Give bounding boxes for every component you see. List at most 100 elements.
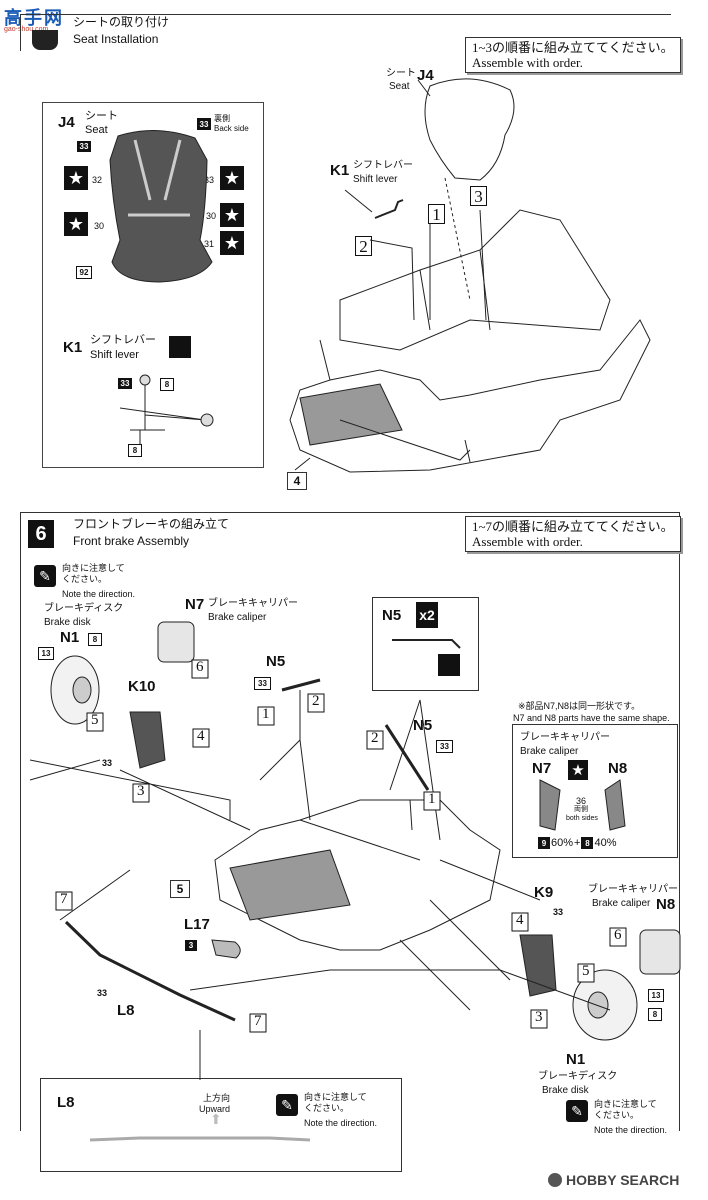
mix-a-code: 9 [538, 837, 550, 849]
l8-up-en: Upward [199, 1104, 231, 1114]
color-tag-8-right: 8 [648, 1008, 662, 1021]
part-k10: K10 [128, 678, 156, 695]
color-tag-3: 3 [185, 940, 197, 951]
seat-part: J4 [417, 67, 434, 84]
inset-back-jp: 裏側 [214, 114, 230, 123]
disk-jp: ブレーキディスク [44, 603, 124, 614]
s6-3a: 3 [137, 783, 145, 799]
color-tag-shift-8a: 8 [160, 378, 174, 391]
mix-b-pct: 40% [594, 837, 617, 849]
s6-7a: 7 [60, 891, 68, 907]
color-33-k9: 33 [553, 907, 564, 917]
disk-en-right: Brake disk [542, 1085, 589, 1096]
star-icon: ★ [64, 166, 88, 190]
n7n8-note-jp: ※部品N7,N8は同一形状です。 [518, 701, 641, 711]
ref-box-5: 5 [170, 880, 190, 898]
caliper-en-left: Brake caliper [208, 612, 267, 623]
step6-header-box [20, 512, 680, 1131]
site-logo: 高手网 gao-shou.com [4, 4, 70, 36]
step5-order-note: 1~3の順番に組み立ててください。 Assemble with order. [465, 37, 681, 73]
n7n8-caliper-jp: ブレーキキャリパー [520, 732, 610, 743]
shift-part: K1 [330, 162, 350, 179]
step6-number: 6 [35, 522, 47, 545]
note-en: Note the direction. [62, 589, 136, 599]
mix-a-pct: 60% [551, 837, 574, 849]
inset-back-en: Back side [214, 124, 249, 133]
step6-title-en: Front brake Assembly [73, 534, 190, 548]
mix-plus: + [574, 837, 581, 849]
l8-note-jp: 向きに注意して ください。 [304, 1092, 367, 1113]
quantity-label: x2 [419, 607, 435, 623]
n7n8-left-part: N7 [532, 760, 552, 777]
step5-order-1: 1 [428, 204, 445, 224]
s6-5b: 5 [582, 963, 590, 979]
part-l8: L8 [117, 1002, 135, 1019]
step5-header-box [20, 14, 671, 51]
warning-icon: ✎ [34, 565, 56, 587]
s6-1a: 1 [262, 706, 270, 722]
seat-jp: シート [386, 68, 416, 79]
ref-5-label: 5 [176, 882, 184, 896]
caliper-en-right: Brake caliper [592, 898, 651, 909]
star-icon: ★ [220, 166, 244, 190]
l8-note-en: Note the direction. [304, 1118, 378, 1128]
part-n8: N8 [656, 896, 676, 913]
caliper-jp-left: ブレーキキャリパー [208, 598, 298, 609]
step5-title-jp: シートの取り付け [73, 15, 170, 29]
n7n8-caliper-en: Brake caliper [520, 746, 579, 757]
disk-en: Brake disk [44, 617, 91, 628]
brand-logo-icon [548, 1173, 562, 1187]
color-tag-shift-8b: 8 [128, 444, 142, 457]
color-33-l8: 33 [97, 988, 108, 998]
color-tag-back: 33 [197, 118, 211, 130]
seat-en: Seat [389, 81, 410, 92]
ref-box-4: 4 [287, 472, 307, 490]
color-tag-33-n5a: 33 [254, 677, 271, 690]
s6-2b: 2 [371, 730, 379, 746]
color-tag-seat-33a: 33 [77, 141, 91, 152]
color-tag-13-right: 13 [648, 989, 664, 1002]
quantity-badge: x2 [416, 602, 438, 628]
step6-number-badge: 6 [28, 520, 54, 548]
paint-hatch-icon [438, 654, 460, 676]
order-en: Assemble with order. [472, 534, 583, 549]
color-seat-33b: 33 [204, 175, 215, 185]
step5-title-en: Seat Installation [73, 32, 159, 46]
n7n8-right-part: N8 [608, 760, 628, 777]
color-seat-32: 32 [92, 175, 103, 185]
part-n5-left: N5 [266, 653, 286, 670]
shift-en: Shift lever [353, 174, 398, 185]
n7n8-note-en: N7 and N8 parts have the same shape. [513, 713, 670, 723]
inset-seat-en: Seat [85, 124, 108, 136]
color-tag-seat-92: 92 [76, 266, 92, 279]
shift-jp: シフトレバー [353, 160, 413, 171]
star-icon: ★ [220, 203, 244, 227]
n7n8-color: 36 [576, 796, 587, 806]
s6-1b: 1 [428, 791, 436, 807]
color-tag-13-left: 13 [38, 647, 54, 660]
s6-2a: 2 [312, 693, 320, 709]
color-tag-33-n5b: 33 [436, 740, 453, 753]
color-seat-30a: 30 [206, 211, 217, 221]
warning-icon: ✎ [276, 1094, 298, 1116]
inset-shift-jp: シフトレバー [90, 334, 156, 346]
l8-up-jp: 上方向 [203, 1093, 231, 1103]
inset-shift-part: K1 [63, 339, 83, 356]
order-jp: 1~7の順番に組み立ててください。 [472, 519, 674, 534]
star-icon: ★ [220, 231, 244, 255]
order-jp: 1~3の順番に組み立ててください。 [472, 40, 674, 55]
s6-3b: 3 [535, 1009, 543, 1025]
paint-hatch-icon [169, 336, 191, 358]
ref-4-label: 4 [293, 474, 301, 488]
star-icon: ★ [568, 760, 588, 780]
arrow-up-icon: ⬆ [210, 1111, 222, 1127]
s6-4a: 4 [197, 728, 205, 744]
s6-4b: 4 [516, 912, 524, 928]
note-jp: 向きに注意して ください。 [62, 563, 125, 584]
s6-7b: 7 [254, 1013, 262, 1029]
s6-6b: 6 [614, 927, 622, 943]
inset-shift-en: Shift lever [90, 349, 139, 361]
step6-title-jp: フロントブレーキの組み立て [73, 517, 230, 531]
step5-order-3: 3 [470, 186, 487, 206]
part-n1-left: N1 [60, 629, 80, 646]
